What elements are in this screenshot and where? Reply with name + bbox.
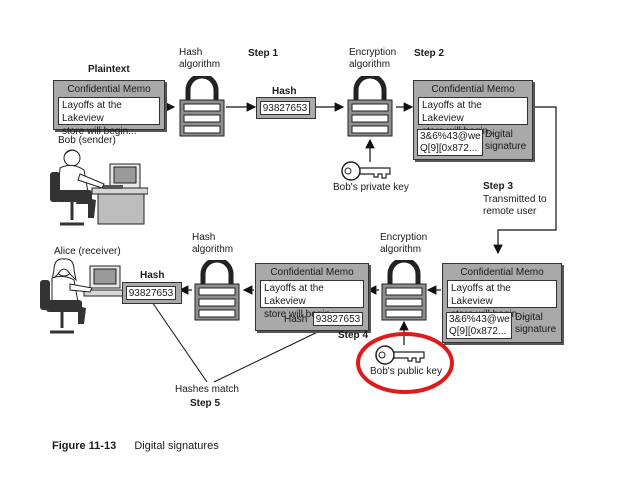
decrypted-memo: Confidential Memo Layoffs at the Lakevie… — [255, 263, 369, 331]
encryption-algorithm-label-top: Encryption algorithm — [349, 47, 397, 70]
bob-label: Bob (sender) — [58, 135, 116, 146]
signature-value-top: 3&6%43@we Q[9][0x872... — [417, 129, 483, 156]
step3-label: Step 3 — [483, 181, 514, 192]
encryption-algorithm-label-bottom: Encryption algorithm — [380, 232, 428, 255]
hash-algorithm-label-top: Hash algorithm — [179, 47, 221, 70]
hash-value-alice: 93827653 — [126, 286, 176, 300]
digital-signature-label-received: Digital signature — [515, 312, 557, 335]
lock-icon — [381, 260, 427, 321]
step3-description: Transmitted to remote user — [483, 194, 547, 217]
step2-label: Step 2 — [414, 48, 445, 59]
hash-label-top: Hash — [272, 86, 297, 97]
memo-body: Layoffs at the Lakeview store will begin… — [447, 280, 557, 320]
arrow-transmit-to-remote — [493, 106, 557, 255]
step4-label: Step 4 — [338, 330, 369, 341]
signed-memo-received: Confidential Memo Layoffs at the Lakevie… — [442, 263, 562, 343]
signature-value-received: 3&6%43@we Q[9][0x872... — [446, 312, 512, 339]
key-icon — [341, 161, 391, 181]
alice-label: Alice (receiver) — [54, 246, 121, 257]
public-key-highlight-circle — [356, 332, 454, 394]
lock-icon — [347, 76, 393, 137]
memo-line-1: Layoffs at the Lakeview — [264, 283, 324, 307]
plaintext-memo: Confidential Memo Layoffs at the Lakevie… — [53, 80, 165, 137]
step5-label: Step 5 — [190, 398, 221, 409]
hash-value-memo: 93827653 — [313, 312, 363, 326]
memo-line-2: store will begin... — [264, 309, 339, 320]
step1-label: Step 1 — [248, 48, 279, 59]
hash-value-top: 93827653 — [260, 101, 310, 115]
lock-icon — [194, 260, 240, 321]
public-key-label: Bob's public key — [370, 366, 442, 377]
hash-label-memo: Hash — [284, 314, 308, 325]
memo-title: Confidential Memo — [460, 267, 544, 278]
memo-body: Layoffs at the Lakeview store will begin… — [418, 97, 528, 137]
bob-at-computer-icon — [50, 149, 148, 226]
memo-line-2: store will begin... — [62, 126, 137, 137]
lock-icon — [179, 76, 225, 137]
figure-title: Digital signatures — [134, 440, 219, 452]
figure-number: Figure 11-13 — [52, 440, 117, 452]
hashes-match-line-left — [151, 301, 208, 383]
memo-line-1: Layoffs at the Lakeview — [62, 100, 122, 124]
memo-title: Confidential Memo — [67, 84, 151, 95]
signed-memo-top: Confidential Memo Layoffs at the Lakevie… — [413, 80, 533, 160]
memo-title: Confidential Memo — [431, 84, 515, 95]
hash-label-alice: Hash — [140, 270, 165, 281]
memo-body: Layoffs at the Lakeview store will begin… — [58, 97, 160, 137]
hash-algorithm-label-bottom: Hash algorithm — [192, 232, 234, 255]
figure-caption: Figure 11-13 Digital signatures — [52, 440, 219, 452]
alice-at-computer-icon — [40, 258, 126, 334]
hash-box-top: 93827653 — [256, 97, 316, 119]
private-key-label: Bob's private key — [333, 182, 409, 193]
digital-signature-label-top: Digital signature — [485, 129, 527, 152]
hashes-match-line-right — [213, 326, 329, 383]
memo-line-1: Layoffs at the Lakeview — [422, 100, 482, 124]
hashes-match-label: Hashes match — [175, 384, 239, 395]
memo-body: Layoffs at the Lakeview store will begin… — [260, 280, 364, 320]
hash-box-alice: 93827653 — [122, 282, 182, 304]
key-icon — [375, 345, 425, 365]
memo-title: Confidential Memo — [270, 267, 354, 278]
plaintext-label: Plaintext — [88, 64, 130, 75]
memo-line-1: Layoffs at the Lakeview — [451, 283, 511, 307]
